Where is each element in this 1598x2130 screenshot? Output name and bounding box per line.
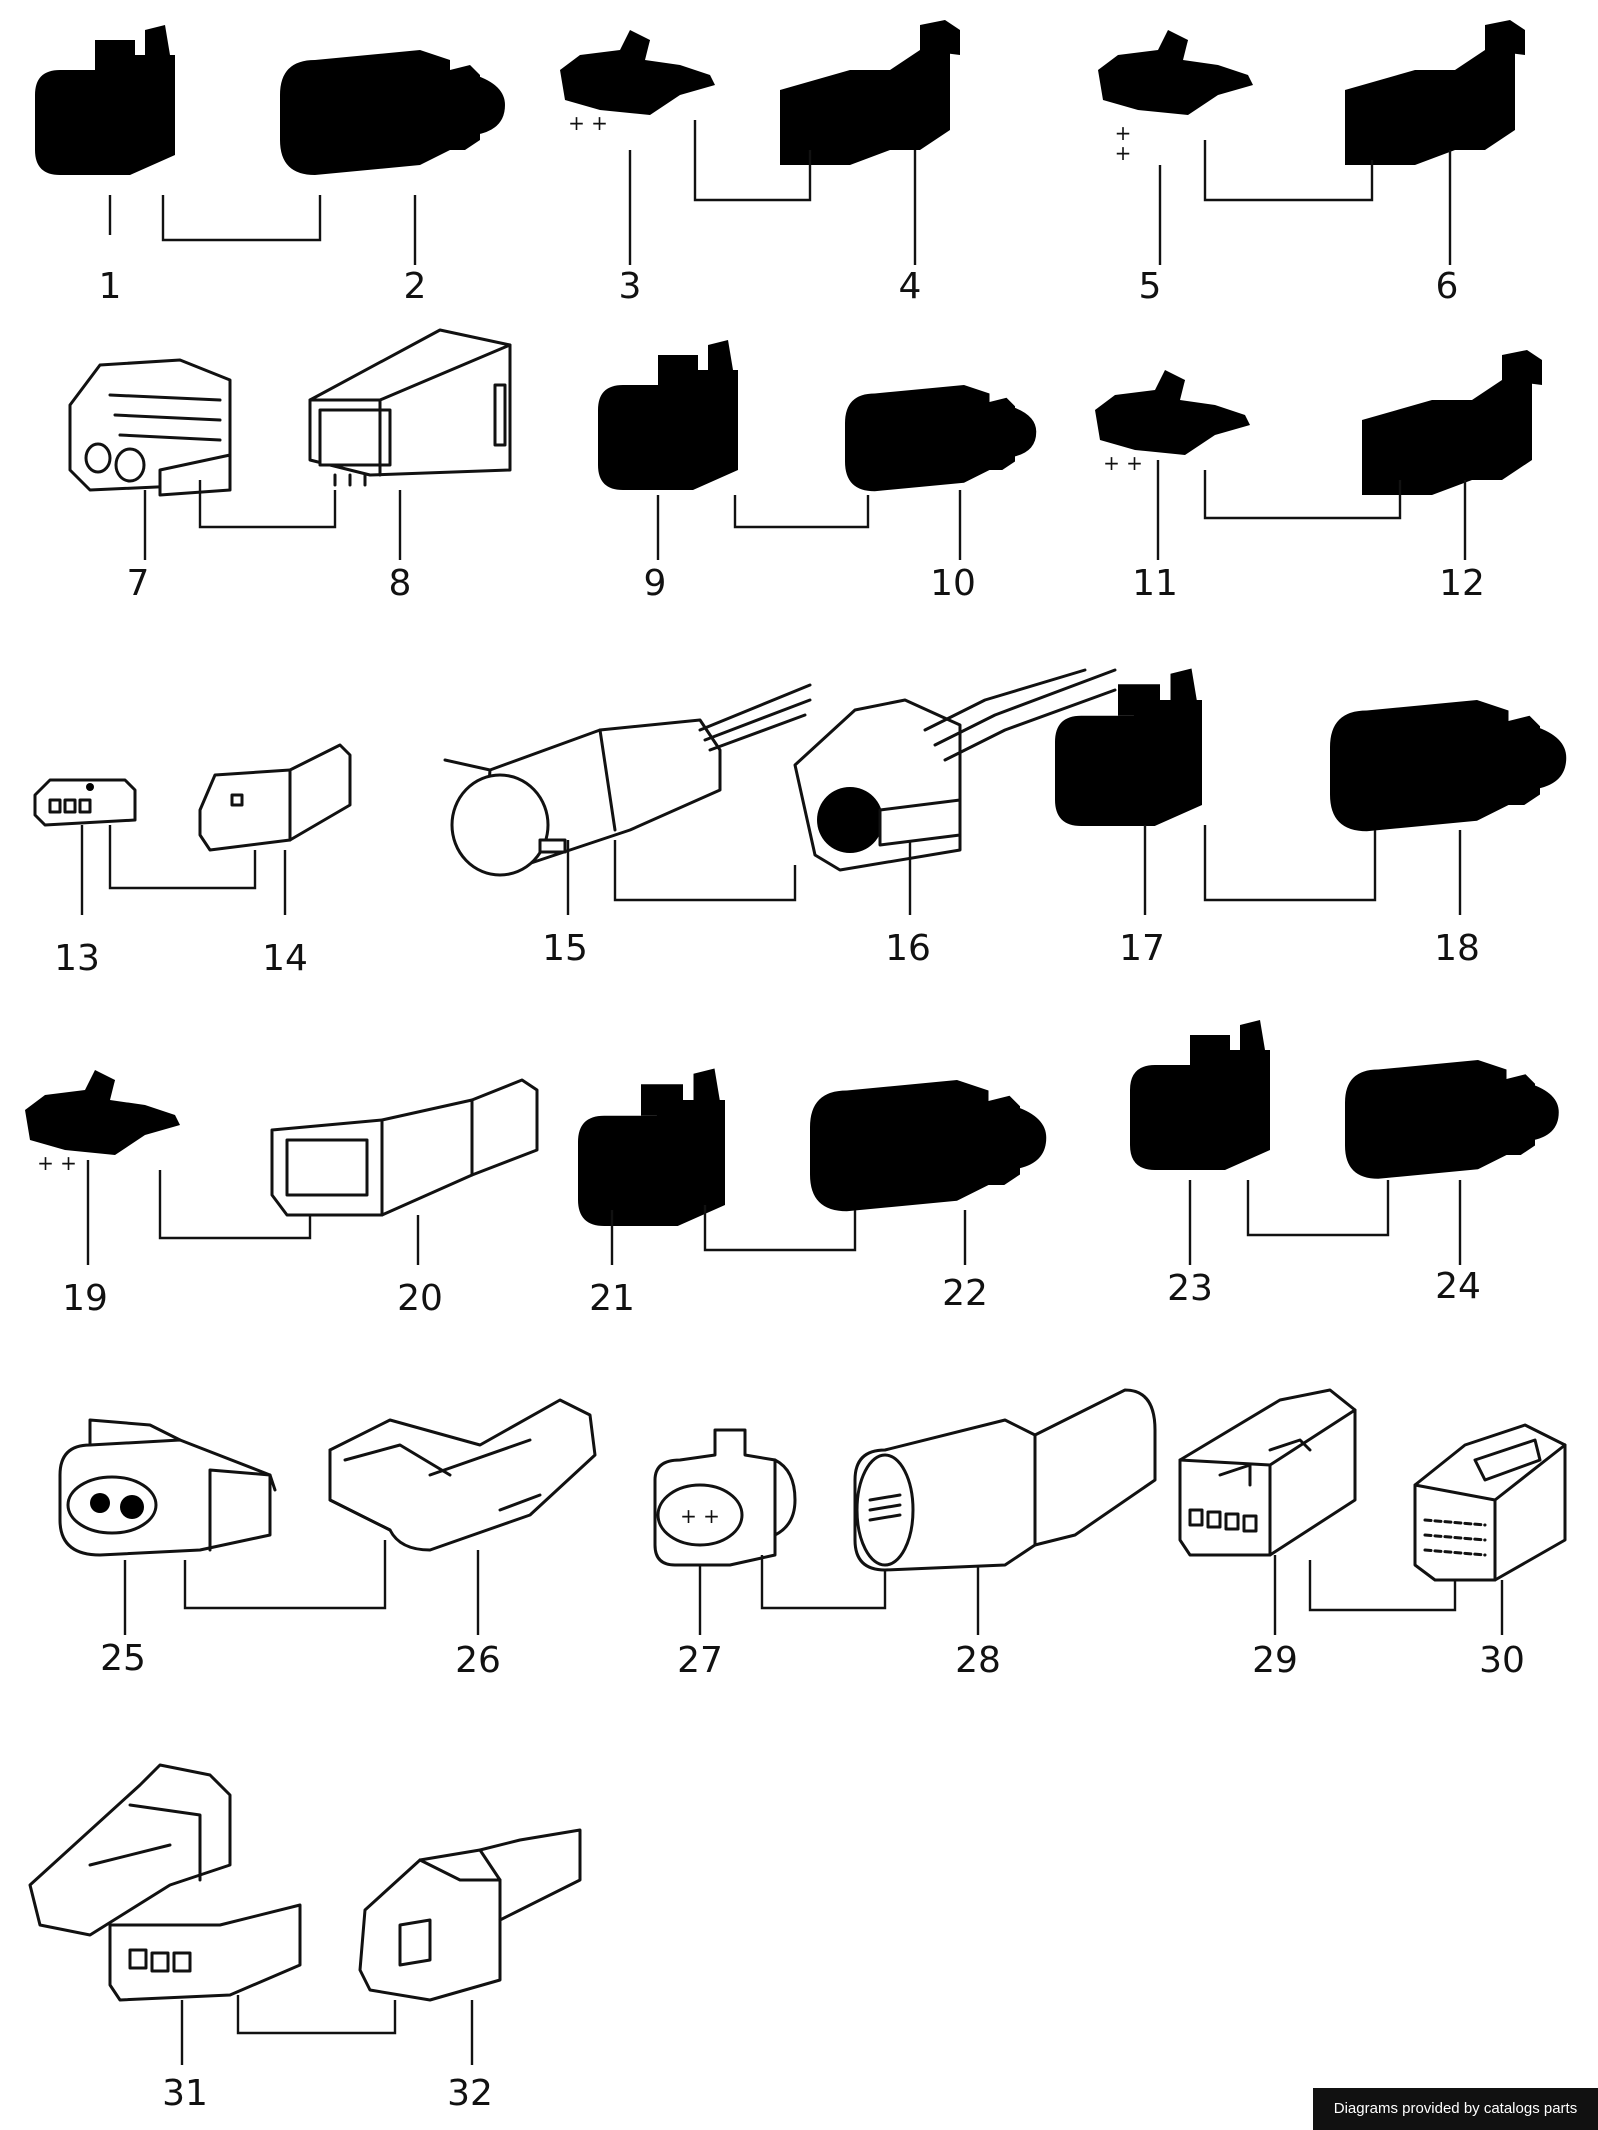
part-30-connector-block <box>1413 1423 1567 1582</box>
part-23-connector-housing <box>1130 1020 1270 1170</box>
callout-26: 26 <box>455 1640 501 1681</box>
callout-18: 18 <box>1434 928 1480 969</box>
part-10-connector-plug <box>845 385 1037 492</box>
part-6-frame-socket <box>1345 20 1525 165</box>
callout-17: 17 <box>1119 928 1165 969</box>
part-12-frame-socket <box>1362 350 1542 495</box>
part-21-connector-housing <box>578 1068 725 1226</box>
part-32-plug <box>358 1828 582 2002</box>
part-11-terminal-clip: + + <box>1095 370 1250 475</box>
callout-30: 30 <box>1479 1640 1525 1681</box>
part-8-multi-pin-socket <box>308 328 512 487</box>
callout-5: 5 <box>1139 266 1162 307</box>
part-4-frame-socket <box>780 20 960 165</box>
callout-3: 3 <box>619 266 642 307</box>
part-1-connector-housing <box>35 25 175 175</box>
svg-text:+: + <box>1115 121 1132 145</box>
part-24-connector-plug <box>1345 1060 1559 1179</box>
svg-text:+: + <box>1115 141 1132 165</box>
callout-31: 31 <box>162 2073 208 2114</box>
part-2-connector-plug <box>280 50 505 175</box>
part-17-connector-housing <box>1055 668 1202 826</box>
callout-13: 13 <box>54 938 100 979</box>
callout-4: 4 <box>899 266 922 307</box>
callout-27: 27 <box>677 1640 723 1681</box>
callout-numbers: 1 2 3 4 5 6 7 8 9 10 11 12 13 14 15 16 1… <box>54 266 1525 2114</box>
callout-14: 14 <box>262 938 308 979</box>
callout-11: 11 <box>1132 563 1178 604</box>
part-9-connector-housing <box>598 340 738 490</box>
svg-text:+ +: + + <box>1103 451 1143 475</box>
part-28-sealed-plug <box>853 1388 1157 1572</box>
callout-29: 29 <box>1252 1640 1298 1681</box>
svg-text:+ +: + + <box>568 111 608 135</box>
part-15-cylindrical-connector <box>443 683 812 877</box>
part-14-small-socket <box>198 743 352 852</box>
part-19-terminal-clip: + + <box>25 1070 180 1175</box>
part-3-terminal-clip: + + <box>560 30 715 135</box>
callout-1: 1 <box>99 266 122 307</box>
part-31-two-piece-connector <box>28 1763 302 2002</box>
callout-12: 12 <box>1439 563 1485 604</box>
callout-22: 22 <box>942 1273 988 1314</box>
callout-16: 16 <box>885 928 931 969</box>
callout-15: 15 <box>542 928 588 969</box>
callout-8: 8 <box>389 563 412 604</box>
leader-lines <box>80 120 1504 2065</box>
part-5-terminal-clip: ++ <box>1098 30 1253 165</box>
callout-28: 28 <box>955 1640 1001 1681</box>
callout-21: 21 <box>589 1278 635 1319</box>
part-27-small-housing: + + <box>653 1428 797 1567</box>
part-16-dual-pin-housing <box>793 668 1117 872</box>
part-20-multi-pin-socket <box>270 1078 539 1217</box>
callout-20: 20 <box>397 1278 443 1319</box>
part-29-multi-pin-connector <box>1178 1388 1357 1557</box>
part-18-connector-plug <box>1330 700 1567 832</box>
credit-banner: Diagrams provided by catalogs parts <box>1313 2088 1598 2130</box>
part-22-connector-plug <box>810 1080 1047 1212</box>
callout-23: 23 <box>1167 1268 1213 1309</box>
part-26-sleeve <box>328 1398 597 1552</box>
svg-text:+ +: + + <box>680 1504 720 1528</box>
callout-7: 7 <box>127 563 150 604</box>
callout-9: 9 <box>644 563 667 604</box>
callout-2: 2 <box>404 266 427 307</box>
callout-25: 25 <box>100 1638 146 1679</box>
part-7-multi-pin-housing <box>68 358 232 497</box>
callout-32: 32 <box>447 2073 493 2114</box>
callout-24: 24 <box>1435 1266 1481 1307</box>
part-25-flat-housing <box>58 1418 277 1557</box>
callout-6: 6 <box>1436 266 1459 307</box>
callout-10: 10 <box>930 563 976 604</box>
svg-text:+ +: + + <box>37 1151 77 1175</box>
part-13-small-clip <box>33 778 137 827</box>
callout-19: 19 <box>62 1278 108 1319</box>
